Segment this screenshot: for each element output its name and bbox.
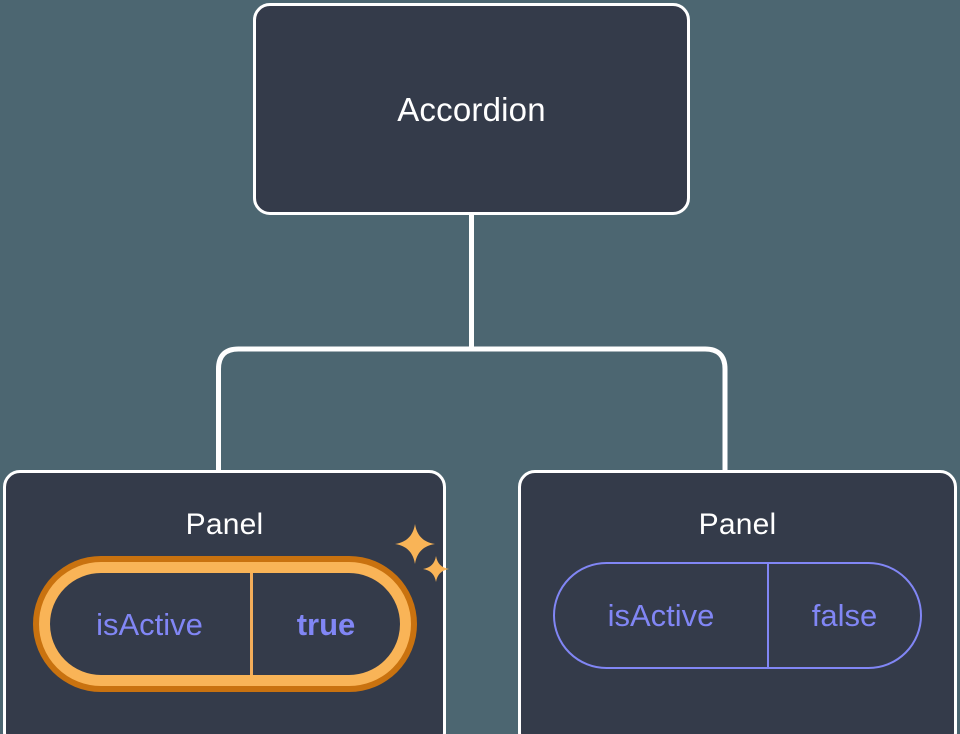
connector-branch-bar (216, 346, 728, 472)
tree-node-accordion[interactable]: Accordion (253, 3, 690, 215)
sparkle-group (393, 524, 453, 594)
node-label-panel-active: Panel (185, 508, 264, 541)
prop-value-label: true (296, 606, 356, 642)
node-label-panel-inactive: Panel (698, 508, 777, 541)
tree-node-panel-inactive[interactable]: Panel isActive false (518, 470, 957, 734)
sparkle-icon-large (394, 524, 435, 564)
prop-key-label: isActive (50, 573, 253, 675)
prop-value-label: false (811, 598, 878, 633)
tree-node-panel-active[interactable]: Panel isActive true (3, 470, 449, 734)
prop-key-label: isActive (555, 564, 769, 667)
prop-pill-wrapper-inactive: isActive false (553, 562, 922, 669)
prop-pill-isactive-false[interactable]: isActive false (553, 562, 922, 669)
prop-pill-wrapper-active: isActive true (38, 524, 449, 686)
sparkle-icon-small (422, 556, 449, 582)
prop-pill-isactive-true[interactable]: isActive true (38, 562, 411, 686)
node-label-accordion: Accordion (397, 90, 546, 128)
